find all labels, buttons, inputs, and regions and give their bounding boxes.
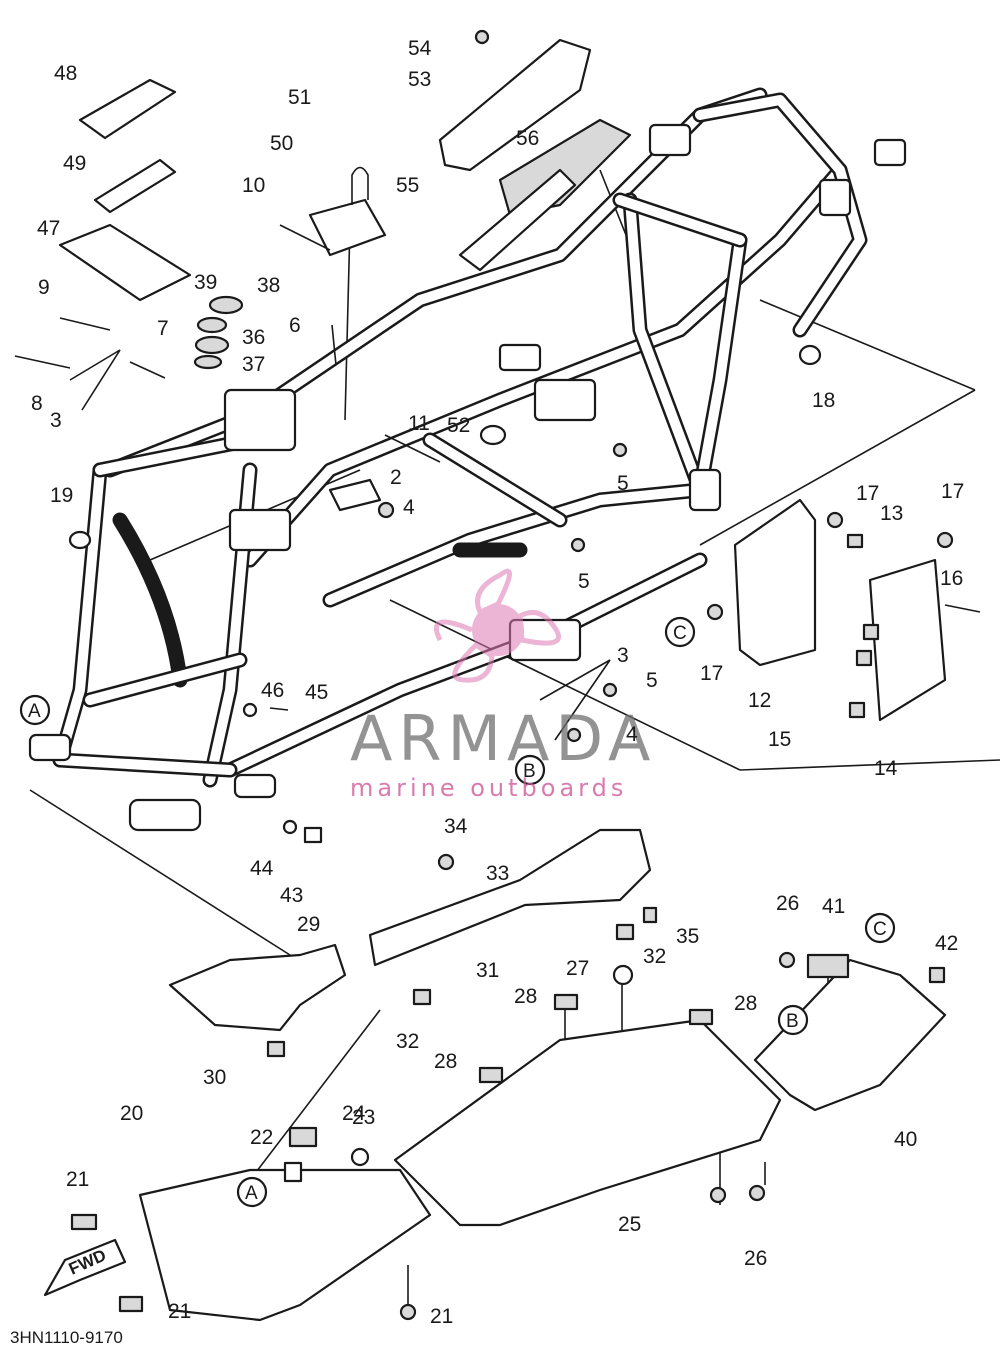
- part-label: 28: [734, 992, 757, 1015]
- part-label: 28: [514, 985, 537, 1008]
- part-label: 38: [257, 274, 280, 297]
- part-label: 39: [194, 271, 217, 294]
- part-label: 36: [242, 326, 265, 349]
- part-label: 22: [250, 1126, 273, 1149]
- part-label: 47: [37, 217, 60, 240]
- part-label: 20: [120, 1102, 143, 1125]
- part-label: 41: [822, 895, 845, 918]
- part-label: 21: [66, 1168, 89, 1191]
- svg-text:C: C: [673, 623, 687, 644]
- part-label: 32: [643, 945, 666, 968]
- part-label: 5: [578, 570, 590, 593]
- part-label: 8: [31, 392, 43, 415]
- main-frame: [28, 87, 907, 832]
- part-label: 34: [444, 815, 468, 838]
- part-label: 5: [617, 472, 629, 495]
- ref-letter-b-2: B: [777, 1004, 809, 1036]
- part-label: 24: [342, 1102, 366, 1125]
- part-label: 26: [776, 892, 799, 915]
- part-label: 14: [874, 757, 898, 780]
- part-label: 3: [50, 409, 62, 432]
- ref-letter-b-1: B: [514, 754, 546, 786]
- part-label: 28: [434, 1050, 457, 1073]
- part-label: 46: [261, 679, 284, 702]
- part-label: 5: [646, 669, 658, 692]
- part-label: 40: [894, 1128, 917, 1151]
- part-label: 45: [305, 681, 328, 704]
- ref-letter-a-1: A: [19, 694, 51, 726]
- part-label: 18: [812, 389, 835, 412]
- part-label: 25: [618, 1213, 641, 1236]
- part-label: 21: [430, 1305, 453, 1328]
- part-label: 9: [38, 276, 50, 299]
- part-label: 50: [270, 132, 293, 155]
- watermark: ARMADA marine outboards: [350, 568, 656, 802]
- ref-letter-c-2: C: [864, 912, 896, 944]
- part-label: 48: [54, 62, 77, 85]
- part-label: 6: [289, 314, 301, 337]
- fwd-arrow: FWD: [43, 1238, 127, 1297]
- part-label: 29: [297, 913, 320, 936]
- part-label: 51: [288, 86, 311, 109]
- part-label: 2: [390, 466, 402, 489]
- part-label: 4: [403, 496, 415, 519]
- part-label: 17: [856, 482, 879, 505]
- part-label: 17: [941, 480, 964, 503]
- part-label: 21: [168, 1300, 191, 1323]
- part-label: 33: [486, 862, 509, 885]
- part-label: 54: [408, 37, 432, 60]
- small-parts: [14, 29, 981, 924]
- drawing-code: 3HN1110-9170: [10, 1328, 123, 1347]
- part-label: 3: [617, 644, 629, 667]
- part-label: 17: [700, 662, 723, 685]
- part-label: 49: [63, 152, 86, 175]
- ref-letter-c-1: C: [664, 616, 696, 648]
- part-label: 11: [408, 412, 430, 435]
- watermark-logo-icon: [433, 568, 562, 683]
- part-label: 35: [676, 925, 699, 948]
- part-label: 15: [768, 728, 791, 751]
- part-label: 37: [242, 353, 265, 376]
- part-label: 27: [566, 957, 589, 980]
- part-label: 56: [516, 127, 539, 150]
- part-label: 4: [626, 723, 638, 746]
- svg-text:B: B: [786, 1011, 799, 1032]
- part-label: 42: [935, 932, 958, 955]
- part-label: 12: [748, 689, 771, 712]
- part-label: 44: [250, 857, 274, 880]
- reference-letters: A A B B C C: [19, 616, 896, 1208]
- part-label: 23: [352, 1106, 375, 1129]
- part-label: 7: [157, 317, 169, 340]
- part-label: 30: [203, 1066, 226, 1089]
- part-label: 53: [408, 68, 431, 91]
- svg-text:A: A: [28, 701, 41, 722]
- svg-text:B: B: [523, 761, 536, 782]
- watermark-tagline: marine outboards: [350, 774, 627, 802]
- ref-letter-a-2: A: [236, 1176, 268, 1208]
- part-label: 55: [396, 174, 419, 197]
- part-label: 10: [242, 174, 265, 197]
- watermark-brand: ARMADA: [350, 702, 656, 775]
- part-label: 52: [447, 414, 470, 437]
- part-labels: 2 3 3 4 4 5 5 5 5 6 7 8 9 10 11 12 13 14…: [31, 37, 964, 1328]
- part-label: 32: [396, 1030, 419, 1053]
- part-label: 26: [744, 1247, 767, 1270]
- skid-plates: [70, 828, 947, 1322]
- part-label: 31: [476, 959, 499, 982]
- part-label: 43: [280, 884, 303, 907]
- part-label: 19: [50, 484, 73, 507]
- svg-text:C: C: [873, 919, 887, 940]
- svg-text:A: A: [245, 1183, 258, 1204]
- part-label: 13: [880, 502, 903, 525]
- part-label: 16: [940, 567, 963, 590]
